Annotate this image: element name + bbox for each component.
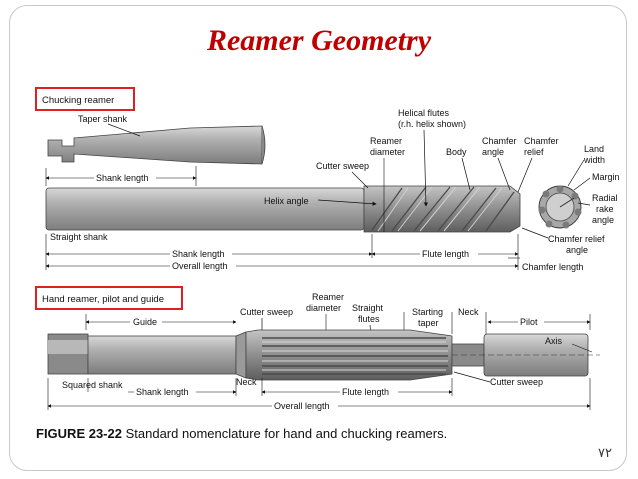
hand-label-box — [35, 286, 183, 310]
land-width-label-2: width — [583, 155, 605, 165]
cutter-sweep-top-label: Cutter sweep — [240, 307, 293, 317]
chamfer-angle-label-2: angle — [482, 147, 504, 157]
chucking-label-box — [35, 87, 135, 111]
radial-rake-label-3: angle — [592, 215, 614, 225]
chucking-reamer-drawing — [45, 185, 521, 233]
reamer-diameter-label-1: Reamer — [370, 136, 402, 146]
taper-shank-label: Taper shank — [78, 114, 128, 124]
land-width-label-1: Land — [584, 144, 604, 154]
helical-flutes-label-2: (r.h. helix shown) — [398, 119, 466, 129]
taper-shank-drawing — [47, 125, 266, 165]
shank-length-bottom-label: Shank length — [172, 249, 225, 259]
neck-top-label: Neck — [458, 307, 479, 317]
end-view-drawing — [538, 185, 582, 229]
page-number: ٧٢ — [598, 446, 612, 461]
hand-box-label: Hand reamer, pilot and guide — [42, 294, 164, 305]
slide-frame — [9, 5, 627, 471]
axis-label: Axis — [545, 336, 563, 346]
chamfer-relief-angle-label-2: angle — [566, 245, 588, 255]
starting-taper-label-1: Starting — [412, 307, 443, 317]
hand-reamer-diameter-label-2: diameter — [306, 303, 341, 313]
helical-flutes-label-1: Helical flutes — [398, 108, 450, 118]
starting-taper-label-2: taper — [418, 318, 439, 328]
shank-length-top-label: Shank length — [96, 173, 149, 183]
overall-length-label: Overall length — [172, 261, 228, 271]
reamer-diameter-label-2: diameter — [370, 147, 405, 157]
body-label: Body — [446, 147, 467, 157]
radial-rake-label-1: Radial — [592, 193, 618, 203]
pilot-label: Pilot — [520, 317, 538, 327]
chamfer-relief-label-2: relief — [524, 147, 544, 157]
margin-label: Margin — [592, 172, 620, 182]
hand-overall-length-label: Overall length — [274, 401, 330, 411]
cutter-sweep-label: Cutter sweep — [316, 161, 369, 171]
chamfer-relief-label-1: Chamfer — [524, 136, 559, 146]
guide-label: Guide — [133, 317, 157, 327]
figure-caption-text: Standard nomenclature for hand and chuck… — [125, 426, 448, 441]
neck-bottom-label: Neck — [236, 377, 257, 387]
straight-shank-label: Straight shank — [50, 232, 108, 242]
chamfer-length-label: Chamfer length — [522, 262, 584, 272]
chamfer-angle-label-1: Chamfer — [482, 136, 517, 146]
flute-length-label: Flute length — [422, 249, 469, 259]
chamfer-relief-angle-label-1: Chamfer relief — [548, 234, 605, 244]
hand-reamer-section: Hand reamer, pilot and guide Guide Cutte… — [35, 286, 600, 411]
cutter-sweep-bottom-label: Cutter sweep — [490, 377, 543, 387]
squared-shank-label: Squared shank — [62, 380, 123, 390]
hand-shank-length-label: Shank length — [136, 387, 189, 397]
figure-caption: FIGURE 23-22 Standard nomenclature for h… — [36, 426, 447, 441]
hand-flute-length-label: Flute length — [342, 387, 389, 397]
helix-angle-label: Helix angle — [264, 196, 309, 206]
figure-number: FIGURE 23-22 — [36, 426, 122, 441]
radial-rake-label-2: rake — [596, 204, 614, 214]
chucking-box-label: Chucking reamer — [42, 95, 114, 106]
straight-flutes-label-1: Straight — [352, 303, 384, 313]
hand-reamer-drawing — [47, 329, 600, 381]
slide-title: Reamer Geometry — [206, 24, 432, 57]
hand-reamer-diameter-label-1: Reamer — [312, 292, 344, 302]
chucking-reamer-section: Chucking reamer Taper shank Shank length — [35, 87, 620, 272]
straight-flutes-label-2: flutes — [358, 314, 380, 324]
